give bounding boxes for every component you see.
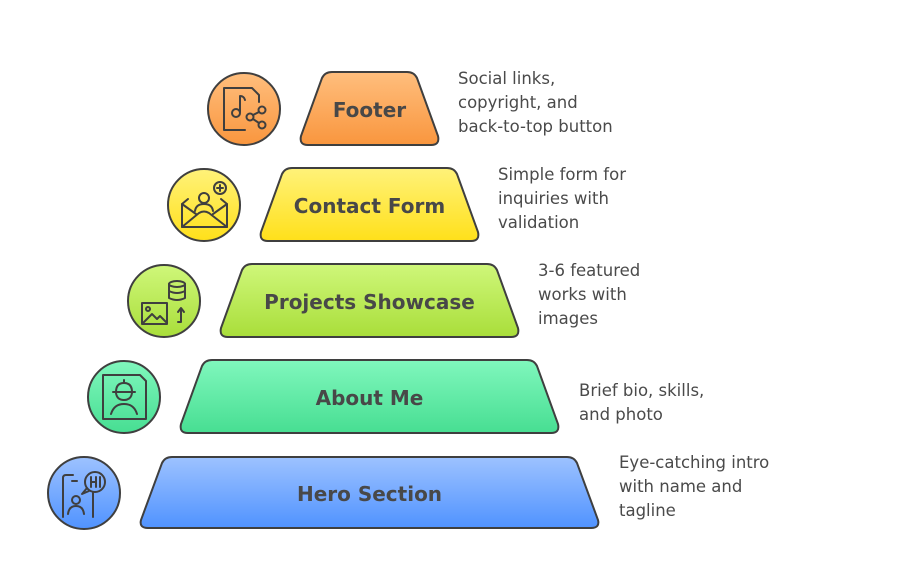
level-about-me: About Me — [87, 359, 560, 434]
level-label-footer: Footer — [333, 98, 406, 122]
description-line: Brief bio, skills, — [579, 381, 705, 400]
description-projects-showcase: 3-6 featured works with images — [538, 259, 640, 331]
level-label-projects-showcase: Projects Showcase — [264, 290, 475, 314]
level-hero-section: Hero Section — [47, 456, 600, 530]
description-line: 3-6 featured — [538, 261, 641, 280]
description-line: inquiries with — [498, 189, 609, 208]
trapezoid-about-me — [179, 359, 560, 434]
description-contact-form: Simple form for inquiries with validatio… — [498, 163, 626, 235]
level-contact-form: Contact Form — [167, 167, 480, 242]
description-line: tagline — [619, 501, 676, 520]
description-line: images — [538, 309, 598, 328]
level-footer: Footer — [207, 71, 440, 146]
trapezoid-footer — [299, 71, 440, 146]
description-hero-section: Eye-catching intro with name and tagline — [619, 451, 769, 523]
description-line: and photo — [579, 405, 663, 424]
description-line: copyright, and — [458, 93, 578, 112]
level-projects-showcase: Projects Showcase — [127, 263, 520, 338]
music-file-share-icon — [207, 72, 281, 146]
description-line: validation — [498, 213, 580, 232]
description-line: back-to-top button — [458, 117, 613, 136]
description-line: Social links, — [458, 69, 556, 88]
trapezoid-contact-form — [259, 167, 480, 242]
level-label-contact-form: Contact Form — [294, 194, 445, 218]
level-label-about-me: About Me — [316, 386, 424, 410]
description-line: with name and — [619, 477, 743, 496]
trapezoid-hero-section — [139, 456, 600, 529]
description-line: Eye-catching intro — [619, 453, 770, 472]
image-database-upload-icon — [127, 264, 201, 338]
profile-worker-icon — [87, 360, 161, 434]
phone-chat-hi-icon — [47, 456, 121, 530]
description-line: Simple form for — [498, 165, 626, 184]
level-label-hero-section: Hero Section — [297, 482, 442, 506]
description-line: works with — [538, 285, 627, 304]
description-footer: Social links, copyright, and back-to-top… — [458, 67, 613, 139]
trapezoid-projects-showcase — [219, 263, 520, 338]
description-about-me: Brief bio, skills, and photo — [579, 379, 704, 427]
mail-add-user-icon — [167, 168, 241, 242]
